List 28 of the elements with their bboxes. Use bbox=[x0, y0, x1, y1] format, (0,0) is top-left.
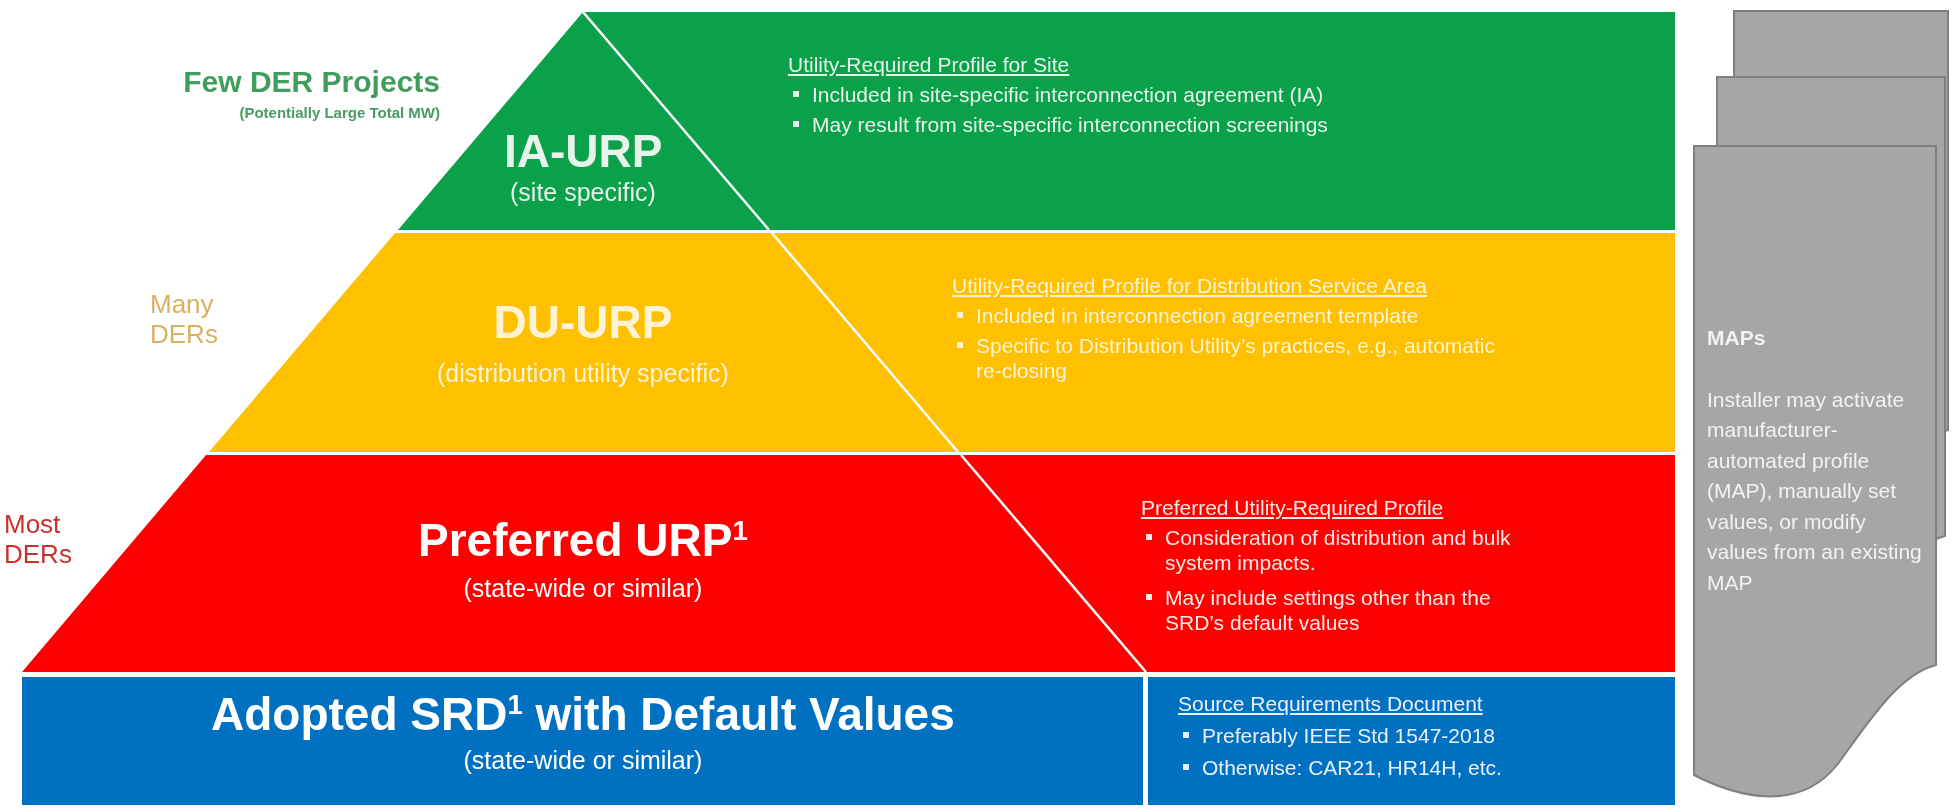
side-label: (Potentially Large Total MW) bbox=[238, 104, 440, 122]
bullet-item: May result from site-specific interconnection screenings bbox=[788, 112, 1672, 138]
tier-title: IA-URP bbox=[504, 124, 663, 179]
panel-text: Installer may activate manufacturer-automated profile (MAP), manually set values, or modify values from an existing MAP bbox=[1707, 387, 1922, 596]
bullet-item: May include settings other than the SRD’s default values bbox=[1141, 585, 1535, 636]
bullet-item: Otherwise: CAR21, HR14H, etc. bbox=[1178, 755, 1682, 781]
tier-subtitle: (state-wide or similar) bbox=[463, 573, 703, 603]
tier-title: Adopted SRD$^{1}$ with Default Values bbox=[211, 687, 955, 742]
tier-title: DU-URP bbox=[493, 295, 673, 350]
tier-title: Preferred URP$^{1}$ bbox=[418, 513, 748, 568]
tier-subtitle: (state-wide or similar) bbox=[463, 745, 703, 775]
section-heading: Utility-Required Profile for Distribution Service Area bbox=[952, 273, 1427, 299]
side-label: Few DER Projects bbox=[182, 65, 440, 100]
bullet-item: Included in site-specific interconnection agreement (IA) bbox=[788, 82, 1672, 108]
base-band bbox=[22, 677, 1143, 805]
section-heading: Utility-Required Profile for Site bbox=[788, 52, 1070, 78]
section-heading: Preferred Utility-Required Profile bbox=[1141, 495, 1444, 521]
tier-subtitle: (distribution utility specific) bbox=[437, 358, 729, 388]
side-label: Many DERs bbox=[150, 290, 219, 350]
bullet-item: Preferably IEEE Std 1547-2018 bbox=[1178, 723, 1682, 749]
bullet-item: Consideration of distribution and bulk system impacts. bbox=[1141, 525, 1535, 576]
bullet-item: Specific to Distribution Utility’s practices, e.g., automatic re-closing bbox=[952, 333, 1496, 384]
side-label: Most DERs bbox=[4, 510, 73, 570]
base-band bbox=[1148, 677, 1675, 805]
bullet-item: Included in interconnection agreement template bbox=[952, 303, 1676, 329]
section-heading: Source Requirements Document bbox=[1178, 691, 1483, 717]
tier-subtitle: (site specific) bbox=[510, 177, 656, 207]
panel-heading: MAPs bbox=[1707, 325, 1766, 351]
